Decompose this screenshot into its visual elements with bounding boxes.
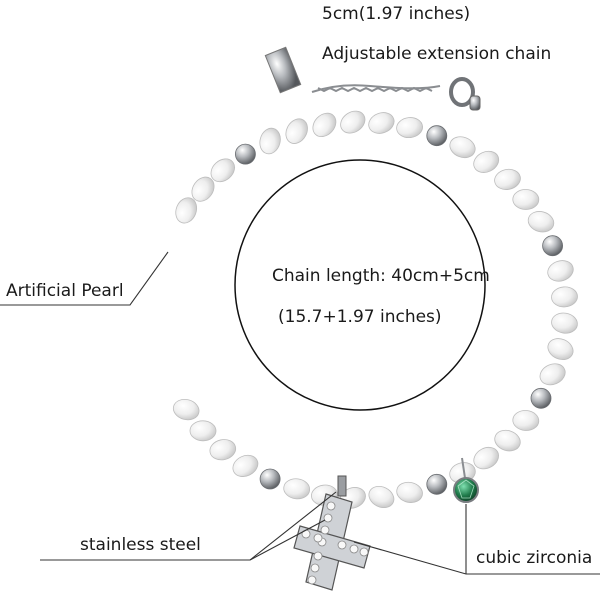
pearl-bead (539, 363, 566, 386)
clasp (449, 77, 481, 111)
pearl-bead (494, 429, 521, 452)
steel-bead (259, 468, 281, 490)
pearl-bead (285, 118, 308, 144)
cross-pendant (293, 475, 371, 591)
cross-stone (337, 540, 347, 550)
pearl-leader-line (0, 251, 169, 306)
steel-bead (234, 143, 256, 165)
pearl-bead (259, 127, 281, 155)
leader-lines (0, 251, 600, 575)
pearl-strand (172, 110, 578, 509)
pearl-label: Artificial Pearl (6, 281, 124, 301)
pearl-bead (368, 112, 395, 134)
pearl-bead (368, 485, 395, 509)
pearl-bead (547, 338, 574, 361)
pearl-bead (396, 481, 423, 503)
cross-stone (323, 513, 333, 523)
zirconia-label: cubic zirconia (476, 548, 593, 568)
pearl-bead (449, 136, 476, 159)
pearl-bead (473, 150, 500, 173)
cross-stone (307, 575, 317, 585)
pearl-bead (340, 110, 366, 134)
extension-chain (311, 84, 441, 93)
cross-stone (326, 501, 336, 511)
pearl-bead (210, 158, 235, 183)
cross-stone (320, 525, 330, 535)
extension-name-label: Adjustable extension chain (322, 44, 552, 64)
cross-stone (359, 547, 369, 557)
pearl-bead (494, 168, 521, 190)
pearl-bead (312, 112, 337, 138)
pearl-bead (172, 398, 200, 421)
pearl-bead (232, 454, 259, 477)
pearl-bead (547, 260, 574, 282)
pearl-bead (527, 211, 555, 233)
chain-length-label: Chain length: 40cm+5cm (272, 266, 490, 286)
pearl-bead (189, 420, 217, 442)
pearl-bead (396, 117, 423, 139)
steel-bead (426, 473, 448, 495)
extension-length-label: 5cm(1.97 inches) (322, 4, 471, 24)
zirconia-charm (453, 457, 479, 503)
pearl-bead (512, 410, 540, 431)
info-circle (234, 159, 486, 411)
pearl-bead (283, 478, 311, 500)
pearl-bead (551, 286, 578, 308)
pearl-bead (512, 189, 540, 210)
cross-stone (310, 563, 320, 573)
pearl-bead (191, 176, 215, 202)
chain-length-inches-label: (15.7+1.97 inches) (278, 307, 442, 327)
pearl-bead (175, 197, 198, 224)
steel-bead (530, 387, 552, 409)
steel-leader-line-2 (249, 519, 326, 561)
pearl-bead (209, 439, 237, 461)
cross-stone (313, 533, 323, 543)
pearl-bead (551, 312, 578, 334)
cross-stone (313, 551, 323, 561)
steel-label: stainless steel (80, 535, 201, 555)
pearl-bead (473, 446, 499, 470)
steel-bead (542, 235, 563, 257)
extension-tag (264, 46, 302, 94)
cross-stone (349, 544, 359, 554)
steel-bead (426, 125, 448, 147)
